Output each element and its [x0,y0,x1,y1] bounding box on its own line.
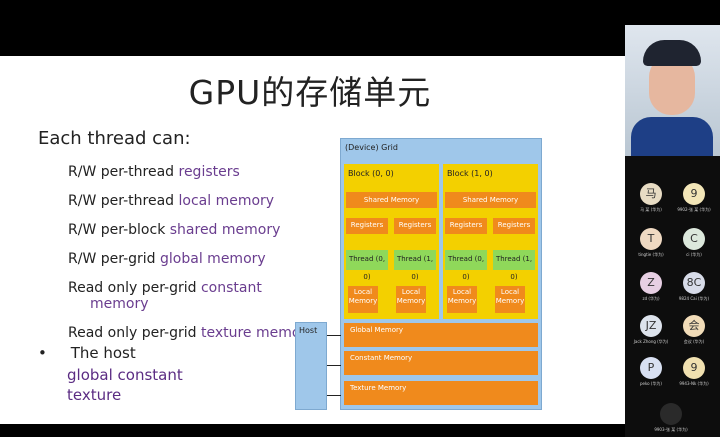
block-0: Block (0, 0) Shared Memory Registers Reg… [344,164,439,319]
item-highlight: registers [178,164,240,180]
participant-tile[interactable]: 9903-张 某 (华为) [648,403,694,433]
slide-title: GPU的存储单元 [188,73,432,112]
constant-memory: Constant Memory [344,351,538,375]
item-text: R/W per-block [68,222,170,238]
participant-tile[interactable]: 8C 9824 Cai (华为) [671,272,717,302]
host-label: Host [299,326,318,335]
thread: Thread (0, 0) [445,250,487,281]
participant-name: Jack Zhong (华为) [633,339,669,344]
host-line: texture [67,386,122,404]
participant-name: zd (华为) [642,296,660,301]
avatar: 会 [683,315,705,337]
avatar: JZ [640,315,662,337]
participant-name: 会议 (华为) [683,339,705,344]
participant-name: 9903-张 某 (华为) [654,427,688,432]
speaker-shirt [631,117,713,156]
participant-tile[interactable]: 9 9943-Nk (华为) [671,357,717,387]
participant-name: tingtie (华为) [638,252,664,257]
avatar: 9 [683,357,705,379]
avatar: 8C [683,272,705,294]
texture-memory: Texture Memory [344,381,538,405]
slide: GPU的存储单元 Each thread can: R/W per-thread… [0,56,625,424]
item-text: Read only per-grid [68,325,201,341]
memory-diagram: (Device) Grid Block (0, 0) Shared Memory… [340,138,542,410]
item-constant-memory: Read only per-grid constant memory [68,280,262,312]
block-label: Block (1, 0) [447,169,493,178]
registers: Registers [346,218,388,234]
host-lines: global constant texture [67,365,183,405]
item-highlight: shared memory [169,222,281,238]
participant-name: peko (华为) [639,381,662,386]
item-text: R/W per-thread [68,164,179,180]
registers: Registers [493,218,535,234]
avatar: 马 [640,183,662,205]
slide-lead: Each thread can: [38,128,191,149]
avatar [660,403,682,425]
item-texture-memory: Read only per-grid texture memory [68,325,315,341]
item-highlight: texture memory [200,325,315,341]
participant-name: 马 某 (华为) [640,207,662,212]
global-memory: Global Memory [344,323,538,347]
thread: Thread (1, 0) [493,250,535,281]
item-text: Read only per-grid [68,280,201,296]
host-bullet: • The host [38,344,136,362]
host-line: global constant [67,366,183,384]
item-global-memory: R/W per-grid global memory [68,251,266,267]
avatar: 9 [683,183,705,205]
block-1: Block (1, 0) Shared Memory Registers Reg… [443,164,538,319]
participant-tile[interactable]: 9 9902-张 某 (华为) [671,183,717,213]
item-text: R/W per-grid [68,251,161,267]
host-bullet-text: The host [70,344,136,362]
speaker-video [625,25,720,156]
thread: Thread (0, 0) [346,250,388,281]
avatar: T [640,228,662,250]
local-memory: Local Memory [348,286,378,313]
local-memory: Local Memory [396,286,426,313]
shared-memory: Shared Memory [445,192,536,208]
thread: Thread (1, 0) [394,250,436,281]
block-label: Block (0, 0) [348,169,394,178]
item-local-memory: R/W per-thread local memory [68,193,274,209]
item-highlight: local memory [178,193,275,209]
registers: Registers [445,218,487,234]
speaker-cap-icon [643,40,701,66]
item-highlight-cont: memory [90,296,149,312]
participant-tile[interactable]: JZ Jack Zhong (华为) [628,315,674,345]
registers: Registers [394,218,436,234]
item-highlight: constant [200,280,262,296]
item-highlight: global memory [160,251,266,267]
participant-tile[interactable]: 马马 某 (华为) [628,183,674,213]
item-text: R/W per-thread [68,193,179,209]
item-registers: R/W per-thread registers [68,164,240,180]
shared-memory: Shared Memory [346,192,437,208]
avatar: C [683,228,705,250]
arrow-icon [327,395,341,396]
participant-name: 9943-Nk (华为) [679,381,709,386]
participant-name: 9902-张 某 (华为) [677,207,711,212]
arrow-icon [327,335,341,336]
avatar: P [640,357,662,379]
participant-tile[interactable]: 会会议 (华为) [671,315,717,345]
grid-label: (Device) Grid [345,143,398,152]
local-memory: Local Memory [447,286,477,313]
local-memory: Local Memory [495,286,525,313]
arrow-icon [327,365,341,366]
avatar: Z [640,272,662,294]
host-box: Host [295,322,327,410]
participant-name: 9824 Cai (华为) [678,296,710,301]
participant-name: ci (华为) [686,252,702,257]
item-shared-memory: R/W per-block shared memory [68,222,280,238]
